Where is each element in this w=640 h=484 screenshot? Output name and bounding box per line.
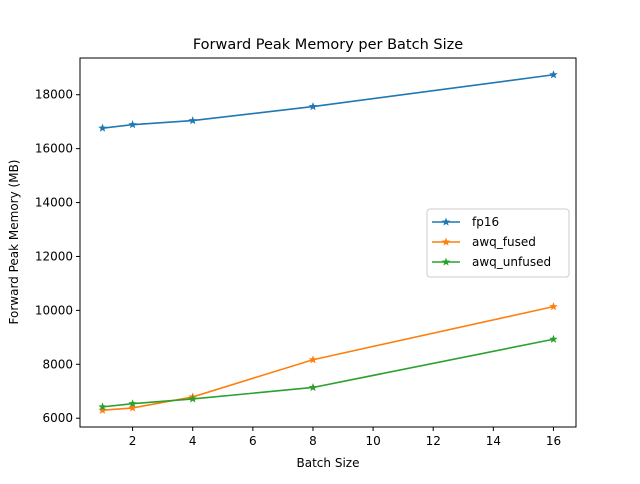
x-tick-label: 8 bbox=[309, 434, 317, 448]
plot-frame bbox=[79, 57, 577, 428]
legend-label: awq_fused bbox=[472, 235, 536, 249]
y-tick-label: 16000 bbox=[35, 142, 73, 156]
legend-label: awq_unfused bbox=[472, 255, 551, 269]
y-tick-label: 8000 bbox=[42, 357, 73, 371]
legend-marker bbox=[441, 257, 451, 266]
x-tick-label: 6 bbox=[249, 434, 257, 448]
x-tick-label: 4 bbox=[189, 434, 197, 448]
data-point bbox=[188, 116, 197, 125]
data-point bbox=[188, 394, 197, 403]
y-axis-label: Forward Peak Memory (MB) bbox=[7, 160, 21, 325]
x-tick-label: 2 bbox=[129, 434, 137, 448]
y-tick-label: 12000 bbox=[35, 249, 73, 263]
series-awq_unfused bbox=[98, 334, 558, 411]
legend-marker bbox=[441, 237, 451, 246]
y-tick-label: 18000 bbox=[35, 88, 73, 102]
data-point bbox=[308, 102, 318, 111]
y-tick-label: 10000 bbox=[35, 303, 73, 317]
legend-label: fp16 bbox=[472, 215, 499, 229]
x-axis-label: Batch Size bbox=[297, 456, 360, 470]
data-point bbox=[308, 355, 318, 364]
x-tick-label: 16 bbox=[546, 434, 561, 448]
data-point bbox=[128, 403, 137, 412]
legend-box bbox=[426, 208, 570, 278]
data-point bbox=[128, 120, 137, 129]
legend-marker bbox=[441, 217, 451, 226]
y-tick-label: 6000 bbox=[42, 411, 73, 425]
data-point bbox=[549, 70, 558, 79]
y-tick-label: 14000 bbox=[35, 196, 73, 210]
series-line bbox=[102, 338, 554, 408]
data-point bbox=[98, 402, 107, 411]
data-point bbox=[98, 123, 107, 132]
data-point bbox=[308, 383, 318, 392]
data-point bbox=[98, 405, 107, 414]
series-line bbox=[102, 73, 554, 129]
chart-title: Forward Peak Memory per Batch Size bbox=[193, 37, 463, 53]
series-awq_fused bbox=[98, 302, 558, 414]
series-line bbox=[102, 305, 554, 412]
data-point bbox=[128, 399, 137, 408]
legend-entry: awq_fused bbox=[432, 235, 536, 249]
legend-entry: fp16 bbox=[432, 215, 499, 229]
series-fp16 bbox=[98, 70, 558, 132]
data-point bbox=[549, 334, 558, 343]
x-tick-label: 12 bbox=[426, 434, 441, 448]
data-point bbox=[549, 302, 558, 311]
legend: fp16 awq_fused awq_unfused bbox=[426, 208, 570, 278]
legend-entry: awq_unfused bbox=[432, 255, 551, 269]
x-tick-label: 10 bbox=[365, 434, 380, 448]
x-tick-label: 14 bbox=[486, 434, 501, 448]
